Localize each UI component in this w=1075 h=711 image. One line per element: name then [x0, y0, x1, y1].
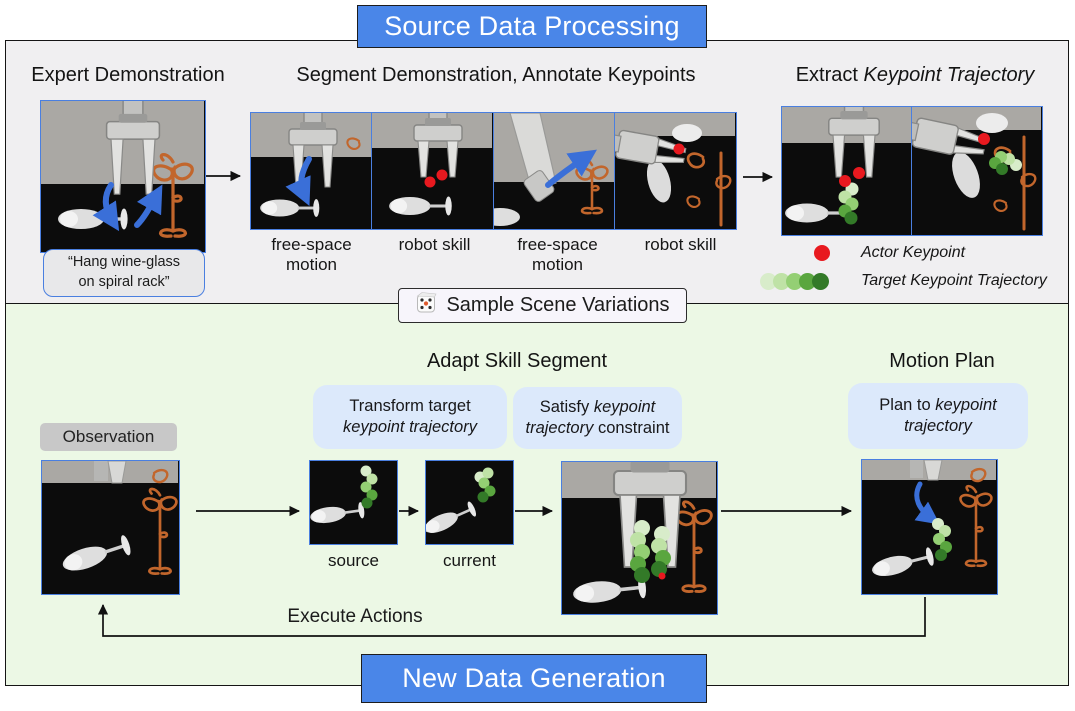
trajectory-dot [760, 273, 777, 290]
source-data-banner: Source Data Processing [357, 5, 707, 48]
source-data-banner-label: Source Data Processing [384, 11, 680, 41]
observation-image [41, 460, 180, 595]
panel-label-robot-skill-1: robot skill [398, 235, 471, 254]
transform-box-italic: keypoint trajectory [343, 418, 477, 436]
execute-actions-label: Execute Actions [287, 606, 423, 627]
extract-panels [781, 96, 1044, 236]
panel-label-free-space-2: free-space motion [517, 235, 598, 275]
source-image-label: source [327, 551, 380, 570]
motion-plan-heading: Motion Plan [889, 350, 995, 372]
current-trajectory-image [425, 460, 514, 545]
plan-box-italic: keypoint trajectory [904, 395, 997, 435]
motion-plan-image [861, 459, 998, 595]
keypoint-trajectory-image-1 [781, 96, 913, 236]
task-caption: “Hang wine-glass on spiral rack” [43, 249, 205, 297]
trajectory-dot [773, 273, 790, 290]
robot-skill-image-1 [371, 104, 495, 230]
target-trajectory-legend-label: Target Keypoint Trajectory [861, 272, 1047, 289]
plan-box-prefix: Plan to [879, 395, 936, 414]
observation-label: Observation [40, 423, 177, 451]
expert-demonstration-heading: Expert Demonstration [31, 64, 225, 86]
trajectory-dot [812, 273, 829, 290]
extract-trajectory-heading: Extract Keypoint Trajectory [770, 64, 1060, 87]
satisfy-box-suffix: constraint [593, 419, 670, 437]
transform-box-normal: Transform target [349, 396, 471, 415]
new-data-banner: New Data Generation [361, 654, 707, 703]
keypoint-trajectory-image-2 [900, 106, 1044, 236]
satisfy-constraint-image [561, 461, 718, 615]
actor-keypoint-icon [814, 245, 830, 261]
trajectory-dot [799, 273, 816, 290]
expert-demo-image [40, 100, 206, 253]
plan-to-trajectory-box: Plan to keypoint trajectory [848, 383, 1028, 449]
dice-icon [415, 291, 438, 320]
segment-panels [250, 104, 738, 230]
current-image-label: current [443, 551, 496, 570]
actor-keypoint-legend-label: Actor Keypoint [861, 244, 966, 261]
sample-scene-variations-pill: Sample Scene Variations [398, 288, 687, 323]
adapt-skill-heading: Adapt Skill Segment [426, 350, 608, 372]
new-data-banner-label: New Data Generation [402, 663, 666, 693]
robot-skill-image-2 [603, 112, 738, 230]
source-trajectory-image [309, 460, 398, 545]
satisfy-box-italic: keypoint trajectory [525, 397, 656, 437]
free-space-motion-image-2 [479, 112, 616, 230]
target-trajectory-icon [760, 273, 829, 290]
satisfy-box-prefix: Satisfy [539, 397, 594, 416]
transform-target-box: Transform target keypoint trajectory [313, 385, 507, 449]
free-space-motion-image-1 [250, 108, 373, 230]
task-caption-line1: “Hang wine-glass [67, 254, 181, 271]
extract-heading-italic: Keypoint Trajectory [863, 64, 1035, 86]
satisfy-constraint-box: Satisfy keypoint trajectory constraint [513, 387, 682, 449]
segment-demonstration-heading: Segment Demonstration, Annotate Keypoint… [296, 64, 696, 86]
panel-label-free-space-1: free-space motion [271, 235, 352, 275]
segment-panel-labels: free-space motion robot skill free-space… [250, 235, 742, 275]
panel-label-robot-skill-2: robot skill [644, 235, 717, 254]
extract-heading-prefix: Extract [795, 64, 864, 86]
trajectory-dot [786, 273, 803, 290]
task-caption-line2: on spiral rack” [78, 274, 170, 290]
sample-pill-label: Sample Scene Variations [446, 294, 670, 316]
